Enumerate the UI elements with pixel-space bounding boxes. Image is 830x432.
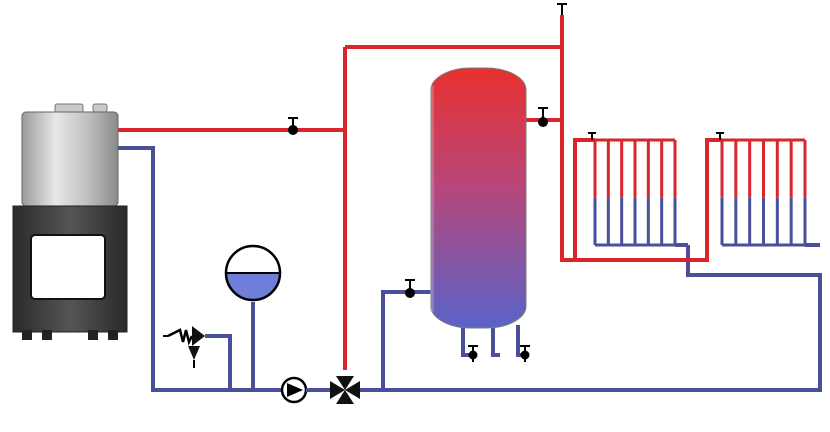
ball-valve-icon: [405, 279, 415, 298]
drain-valve-icon: [468, 345, 478, 362]
air-vent-icon: [557, 3, 567, 15]
ball-valve-icon: [288, 117, 298, 135]
drain-valve-icon: [520, 345, 530, 362]
expansion-tank-icon: [224, 244, 282, 302]
ball-valve-icon: [538, 107, 548, 127]
air-vent-icon: [588, 132, 596, 140]
supply-pipes: [118, 15, 722, 370]
circulation-pump-icon: [280, 376, 308, 404]
radiator-icon: [720, 138, 807, 247]
return-pipes: [118, 146, 822, 392]
storage-tank-icon: [430, 67, 527, 329]
safety-valve-icon: [163, 326, 205, 368]
air-vent-icon: [716, 132, 724, 140]
boiler-icon: [12, 103, 128, 340]
three-way-valve-icon: [330, 376, 360, 404]
radiator-icon: [593, 138, 677, 247]
